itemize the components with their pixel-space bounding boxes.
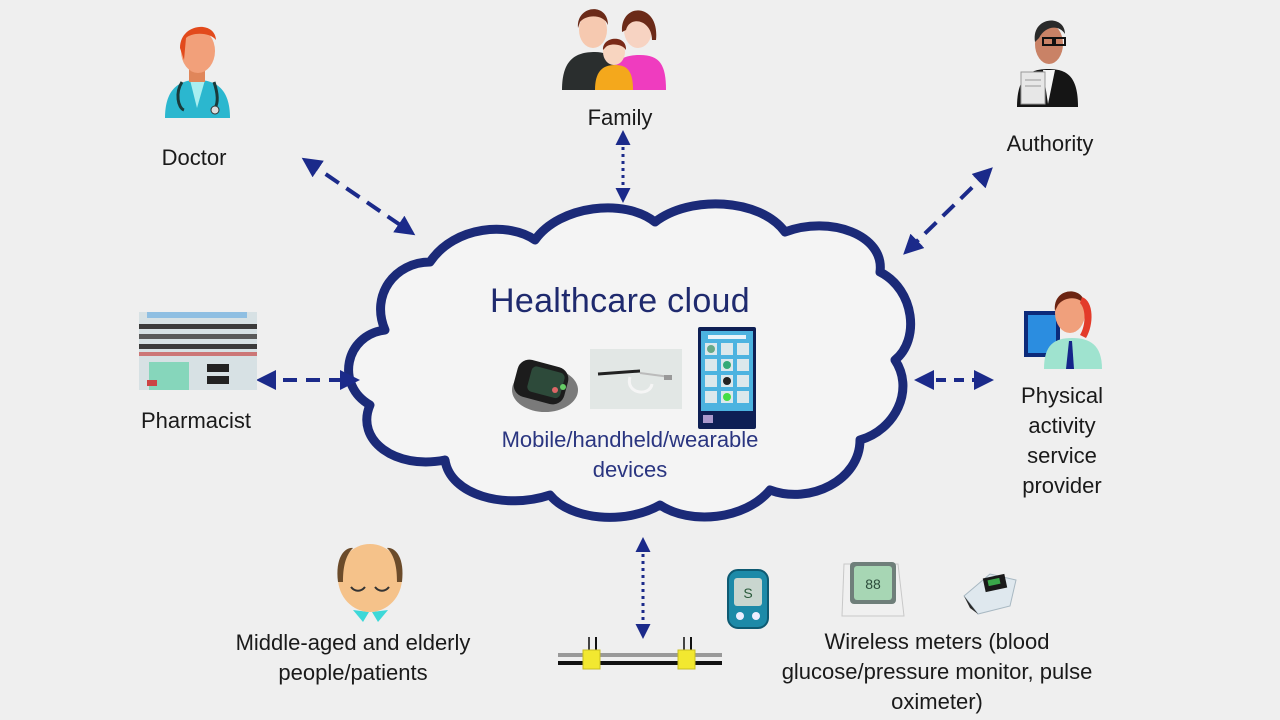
meters-label-line1: Wireless meters (blood bbox=[824, 629, 1050, 654]
doctor-icon bbox=[165, 26, 230, 118]
pulse-oximeter-icon bbox=[963, 573, 1017, 615]
doctor-label: Doctor bbox=[161, 145, 227, 170]
elderly-person-icon bbox=[337, 544, 403, 622]
provider-label: Physical activity service provider bbox=[1002, 381, 1122, 501]
patients-label-line1: Middle-aged and elderly bbox=[235, 630, 471, 655]
cloud-subtitle: Mobile/handheld/wearable devices bbox=[470, 425, 790, 485]
meters-label-line2: glucose/pressure monitor, pulse bbox=[781, 659, 1093, 684]
blood-pressure-monitor-icon: 88 bbox=[841, 562, 905, 617]
glucose-meter-icon: S bbox=[727, 569, 769, 629]
service-provider-icon bbox=[1024, 291, 1102, 369]
patients-label-line2: people/patients bbox=[278, 660, 428, 685]
meters-label: Wireless meters (blood glucose/pressure … bbox=[752, 627, 1122, 717]
family-icon bbox=[562, 9, 666, 90]
cloud-subtitle-line1: Mobile/handheld/wearable bbox=[501, 427, 759, 452]
svg-text:S: S bbox=[743, 585, 752, 601]
provider-label-line3: service bbox=[1027, 443, 1097, 468]
family-label: Family bbox=[587, 105, 653, 130]
pharmacist-label: Pharmacist bbox=[140, 408, 252, 433]
provider-label-line4: provider bbox=[1022, 473, 1102, 498]
provider-label-line2: activity bbox=[1028, 413, 1096, 438]
meters-label-line3: oximeter) bbox=[891, 689, 983, 714]
authority-label: Authority bbox=[1006, 131, 1094, 156]
cloud-title: Healthcare cloud bbox=[490, 282, 750, 320]
patients-label: Middle-aged and elderly people/patients bbox=[208, 628, 498, 688]
provider-label-line1: Physical bbox=[1021, 383, 1103, 408]
doctor-connection-arrow bbox=[301, 157, 416, 236]
smart-glasses-icon bbox=[590, 349, 682, 409]
smartwatch-icon bbox=[512, 359, 578, 412]
smartphone-app-icon bbox=[698, 327, 756, 429]
network-bus-icon bbox=[558, 637, 722, 670]
svg-text:88: 88 bbox=[865, 576, 881, 592]
authority-icon bbox=[1017, 20, 1078, 107]
cloud-subtitle-line2: devices bbox=[592, 457, 668, 482]
pharmacy-icon bbox=[139, 312, 257, 390]
authority-connection-arrow bbox=[903, 167, 993, 255]
